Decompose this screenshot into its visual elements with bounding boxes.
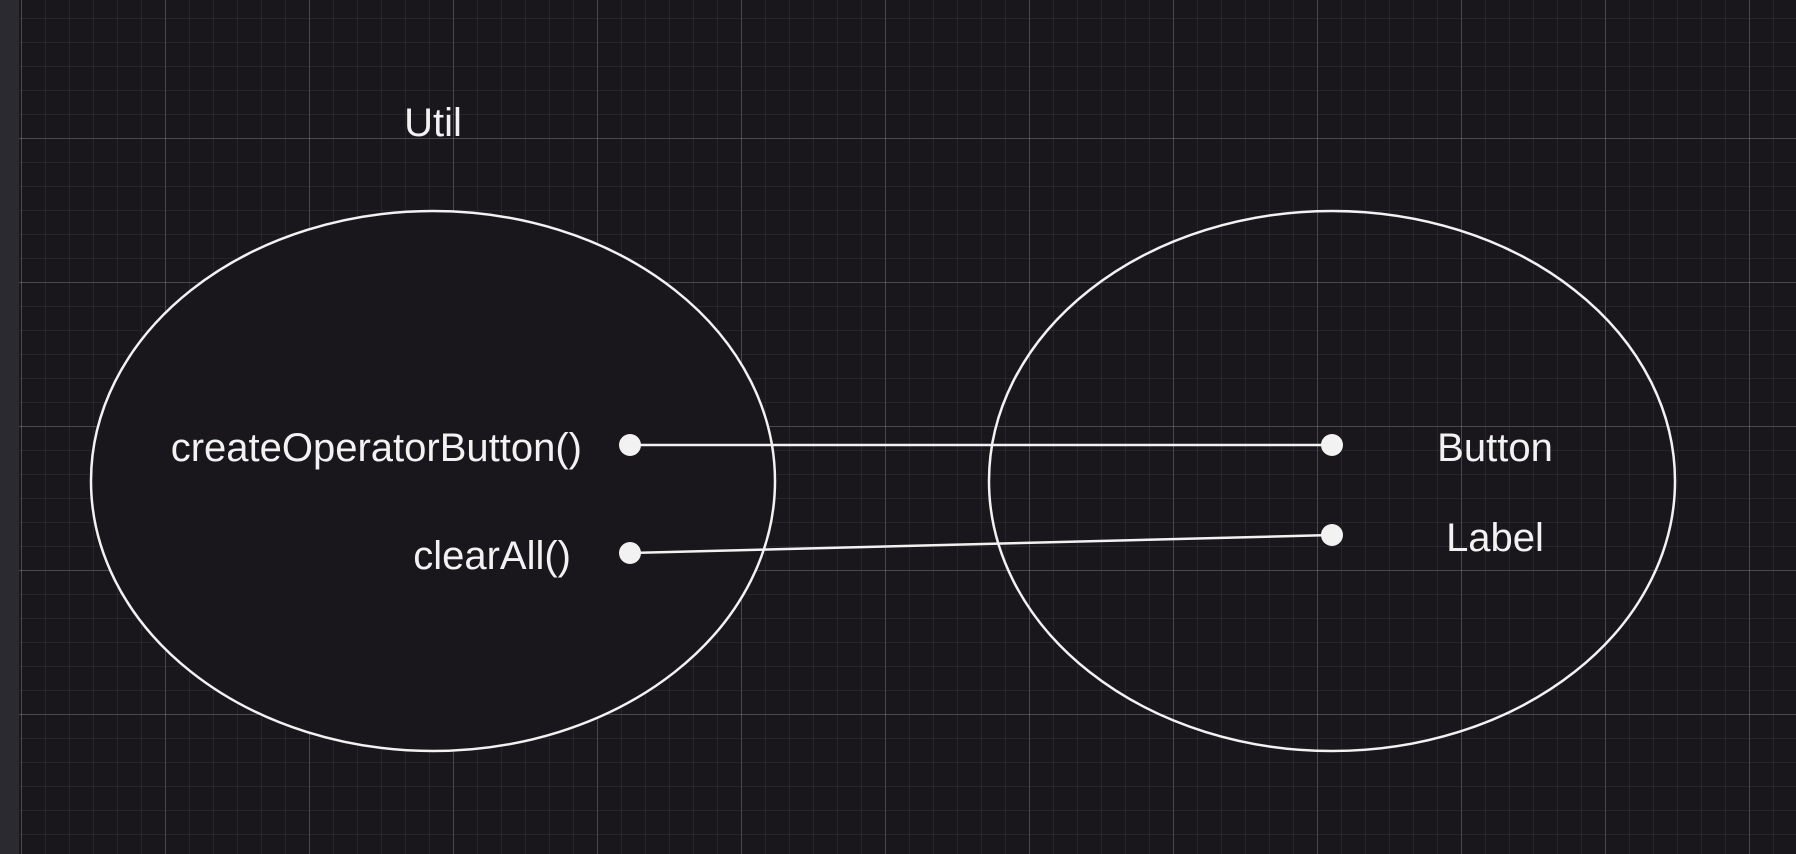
components-ellipse[interactable] <box>987 209 1677 753</box>
connector-clear-to-label[interactable] <box>629 533 1333 555</box>
left-panel-edge <box>0 0 19 854</box>
util-ellipse[interactable] <box>89 209 777 753</box>
item-label-button: Button <box>1437 426 1553 470</box>
endpoint-label[interactable] <box>1321 524 1343 546</box>
endpoint-clear[interactable] <box>619 542 641 564</box>
method-label-create-operator-button: createOperatorButton() <box>171 426 582 470</box>
item-label-label: Label <box>1446 516 1544 560</box>
endpoint-button[interactable] <box>1321 434 1343 456</box>
method-label-clear-all: clearAll() <box>413 534 571 578</box>
diagram-title: Util <box>404 101 462 145</box>
endpoint-create[interactable] <box>619 434 641 456</box>
